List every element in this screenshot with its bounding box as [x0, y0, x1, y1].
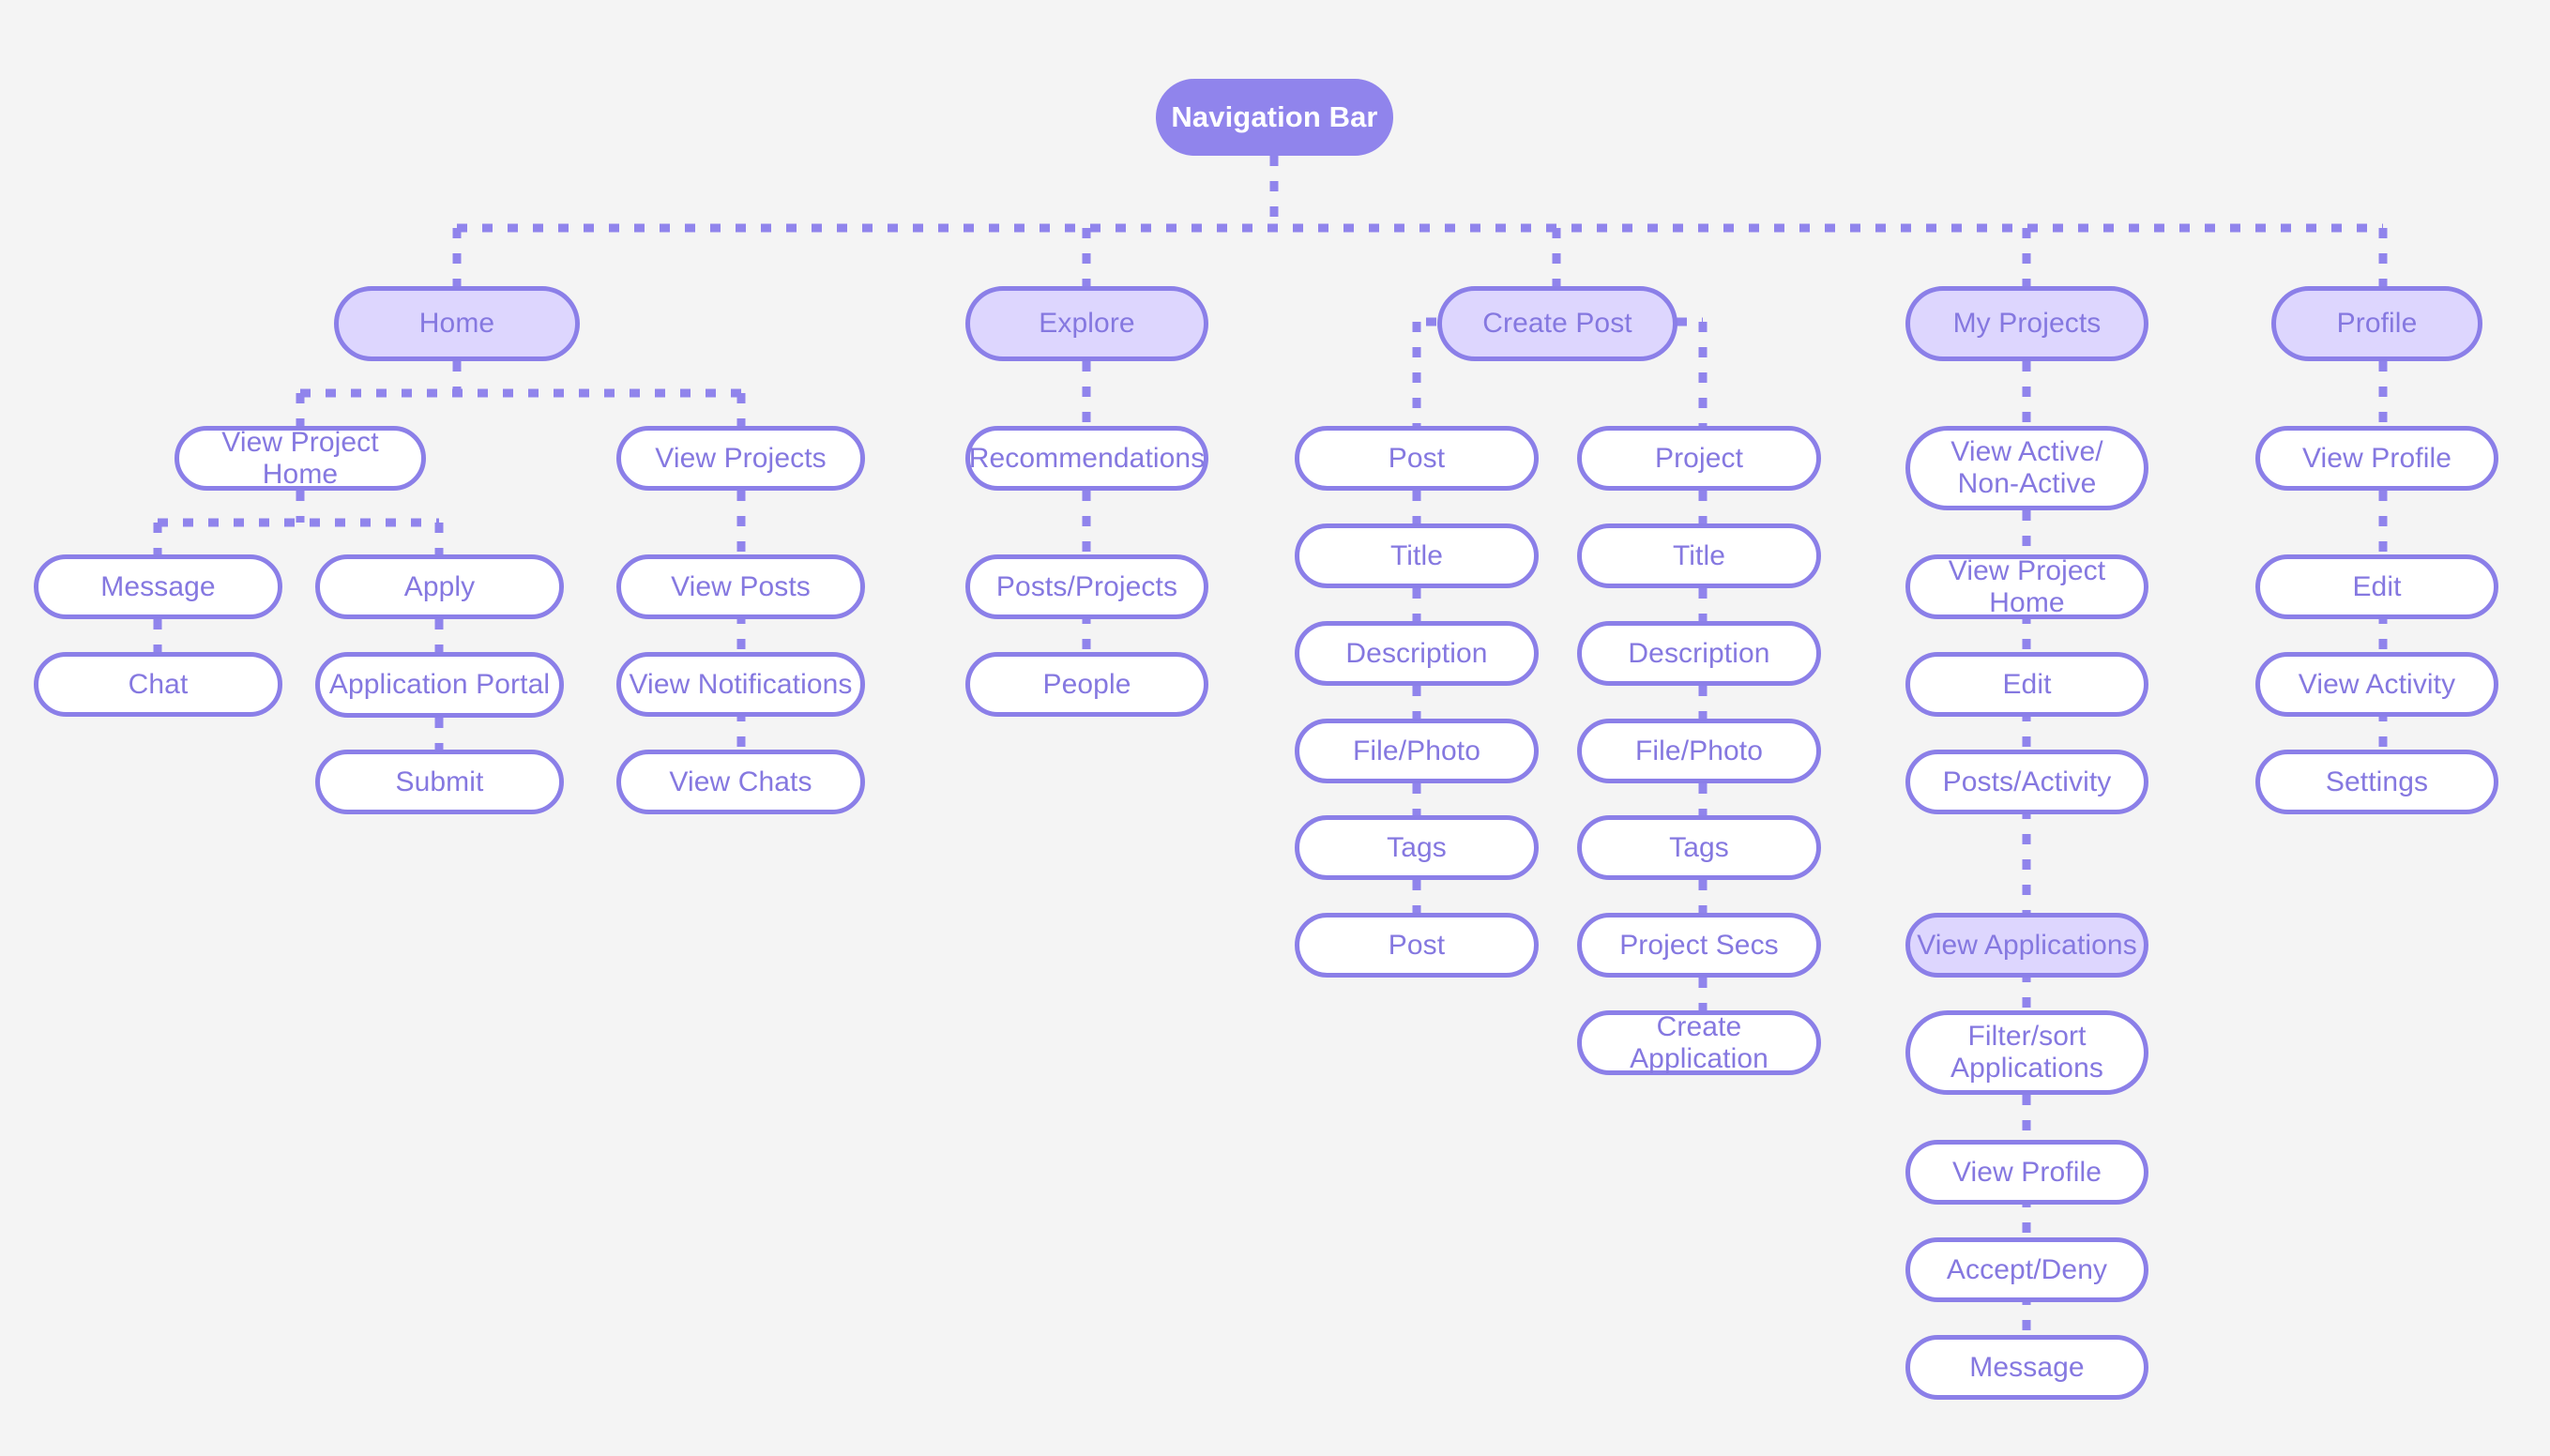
- node-home-view-projects[interactable]: View Projects: [616, 426, 865, 491]
- node-label: My Projects: [1952, 308, 2102, 340]
- node-home-apply[interactable]: Apply: [315, 554, 564, 619]
- node-myprojects-posts-activity[interactable]: Posts/Activity: [1905, 750, 2148, 814]
- node-label: Title: [1672, 539, 1726, 571]
- node-label: Explore: [1039, 308, 1135, 340]
- node-profile-view-activity[interactable]: View Activity: [2255, 652, 2498, 717]
- node-label: Profile: [2336, 308, 2418, 340]
- node-label: Edit: [2352, 570, 2402, 602]
- node-label: View Activity: [2298, 668, 2456, 700]
- node-label: Apply: [403, 570, 476, 602]
- node-label: File/Photo: [1352, 735, 1481, 766]
- node-profile-edit[interactable]: Edit: [2255, 554, 2498, 619]
- node-label: Recommendations: [968, 442, 1206, 474]
- node-label: Create Application: [1630, 1010, 1768, 1074]
- node-home-submit[interactable]: Submit: [315, 750, 564, 814]
- node-label: View Projects: [655, 442, 827, 474]
- node-label: Message: [1969, 1351, 2085, 1383]
- node-explore[interactable]: Explore: [965, 286, 1208, 361]
- node-profile-view-profile[interactable]: View Profile: [2255, 426, 2498, 491]
- node-label: View Notifications: [629, 668, 853, 700]
- node-myprojects-accept-deny[interactable]: Accept/Deny: [1905, 1237, 2148, 1302]
- node-label: Posts/Activity: [1942, 766, 2112, 797]
- node-createpost-create-application[interactable]: Create Application: [1577, 1010, 1821, 1075]
- node-home-view-chats[interactable]: View Chats: [616, 750, 865, 814]
- node-myprojects-view-active-nonactive[interactable]: View Active/ Non-Active: [1905, 426, 2148, 510]
- node-label: File/Photo: [1634, 735, 1764, 766]
- node-label: People: [1042, 668, 1131, 700]
- node-label: Tags: [1387, 831, 1447, 863]
- node-label: View Profile: [1951, 1156, 2102, 1188]
- node-home[interactable]: Home: [334, 286, 580, 361]
- node-label: Project: [1654, 442, 1744, 474]
- node-explore-recommendations[interactable]: Recommendations: [965, 426, 1208, 491]
- node-createpost-post-title[interactable]: Title: [1295, 523, 1539, 588]
- node-createpost-project-secs[interactable]: Project Secs: [1577, 913, 1821, 978]
- node-label: View Active/ Non-Active: [1950, 436, 2103, 499]
- node-label: Project Secs: [1619, 929, 1779, 961]
- node-createpost-post-file-photo[interactable]: File/Photo: [1295, 719, 1539, 783]
- node-create-post[interactable]: Create Post: [1437, 286, 1677, 361]
- node-createpost-project-title[interactable]: Title: [1577, 523, 1821, 588]
- node-label: Posts/Projects: [995, 570, 1178, 602]
- node-label: View Applications: [1917, 929, 2137, 961]
- node-label: View Profile: [2301, 442, 2452, 474]
- node-label: Edit: [2002, 668, 2052, 700]
- node-myprojects-message[interactable]: Message: [1905, 1335, 2148, 1400]
- node-createpost-post-description[interactable]: Description: [1295, 621, 1539, 686]
- node-label: Message: [100, 570, 216, 602]
- node-createpost-project-file-photo[interactable]: File/Photo: [1577, 719, 1821, 783]
- node-label: View Project Home: [221, 426, 379, 490]
- node-label: Home: [418, 308, 495, 340]
- node-label: Chat: [128, 668, 189, 700]
- node-home-view-notifications[interactable]: View Notifications: [616, 652, 865, 717]
- node-home-application-portal[interactable]: Application Portal: [315, 652, 564, 718]
- node-createpost-post[interactable]: Post: [1295, 426, 1539, 491]
- node-createpost-project-tags[interactable]: Tags: [1577, 815, 1821, 880]
- node-label: Description: [1628, 637, 1770, 669]
- node-label: View Posts: [671, 570, 811, 602]
- node-label: Post: [1388, 929, 1446, 961]
- node-label: Tags: [1669, 831, 1729, 863]
- node-explore-posts-projects[interactable]: Posts/Projects: [965, 554, 1208, 619]
- node-label: View Project Home: [1948, 554, 2106, 618]
- node-label: Application Portal: [328, 669, 551, 701]
- node-home-view-posts[interactable]: View Posts: [616, 554, 865, 619]
- node-myprojects-view-project-home[interactable]: View Project Home: [1905, 554, 2148, 619]
- node-explore-people[interactable]: People: [965, 652, 1208, 717]
- node-myprojects-view-profile[interactable]: View Profile: [1905, 1140, 2148, 1205]
- node-my-projects[interactable]: My Projects: [1905, 286, 2148, 361]
- node-profile-settings[interactable]: Settings: [2255, 750, 2498, 814]
- node-home-chat[interactable]: Chat: [34, 652, 282, 717]
- node-label: Title: [1389, 539, 1444, 571]
- node-label: Navigation Bar: [1171, 99, 1378, 133]
- node-label: Create Post: [1482, 308, 1632, 340]
- node-myprojects-view-applications[interactable]: View Applications: [1905, 913, 2148, 978]
- node-home-view-project-home[interactable]: View Project Home: [175, 426, 426, 491]
- node-label: Filter/sort Applications: [1950, 1021, 2103, 1084]
- node-createpost-project-description[interactable]: Description: [1577, 621, 1821, 686]
- node-myprojects-filter-sort-applications[interactable]: Filter/sort Applications: [1905, 1010, 2148, 1095]
- node-navigation-bar[interactable]: Navigation Bar: [1156, 79, 1393, 156]
- node-label: Post: [1388, 442, 1446, 474]
- node-createpost-post-tags[interactable]: Tags: [1295, 815, 1539, 880]
- node-label: View Chats: [669, 766, 812, 797]
- node-profile[interactable]: Profile: [2271, 286, 2482, 361]
- node-label: Submit: [395, 766, 484, 797]
- node-label: Settings: [2325, 766, 2429, 797]
- node-myprojects-edit[interactable]: Edit: [1905, 652, 2148, 717]
- node-label: Accept/Deny: [1946, 1253, 2108, 1285]
- node-label: Description: [1345, 637, 1488, 669]
- node-createpost-post-post[interactable]: Post: [1295, 913, 1539, 978]
- node-createpost-project[interactable]: Project: [1577, 426, 1821, 491]
- node-home-message[interactable]: Message: [34, 554, 282, 619]
